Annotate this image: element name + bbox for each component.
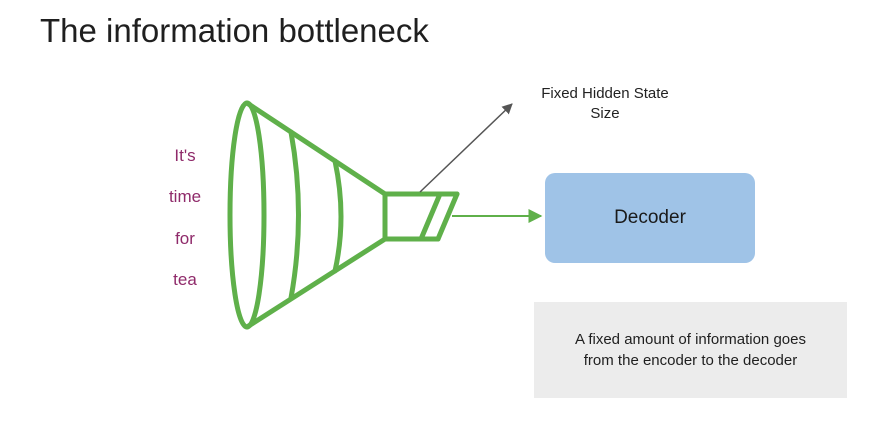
slide-title: The information bottleneck: [40, 12, 429, 49]
input-word-tea: tea: [173, 270, 197, 289]
funnel-bottom-edge: [244, 236, 388, 330]
note-box: A fixed amount of information goes from …: [534, 302, 847, 398]
funnel-neck-inner: [418, 191, 443, 242]
input-word-its: It's: [174, 146, 196, 165]
hidden-state-label: Fixed Hidden State Size: [520, 84, 690, 124]
hidden-state-label-line-2: Size: [590, 105, 620, 122]
decoder-label: Decoder: [614, 207, 686, 228]
funnel-neck-outer: [435, 191, 460, 242]
encoder-funnel: [227, 100, 460, 330]
arrow-to-hidden-state-label: [419, 103, 513, 193]
decoder-box: Decoder: [545, 173, 755, 263]
funnel-top-edge: [244, 100, 388, 197]
funnel-rib-1: [288, 129, 301, 301]
note-line-2: from the encoder to the decoder: [583, 352, 798, 369]
input-word-time: time: [168, 187, 202, 206]
hidden-state-label-line-1: Fixed Hidden State: [541, 85, 669, 102]
funnel-mouth: [227, 100, 267, 330]
note-line-1: A fixed amount of information goes: [575, 331, 806, 348]
input-word-for: for: [175, 229, 195, 248]
funnel-rib-2: [332, 158, 344, 274]
